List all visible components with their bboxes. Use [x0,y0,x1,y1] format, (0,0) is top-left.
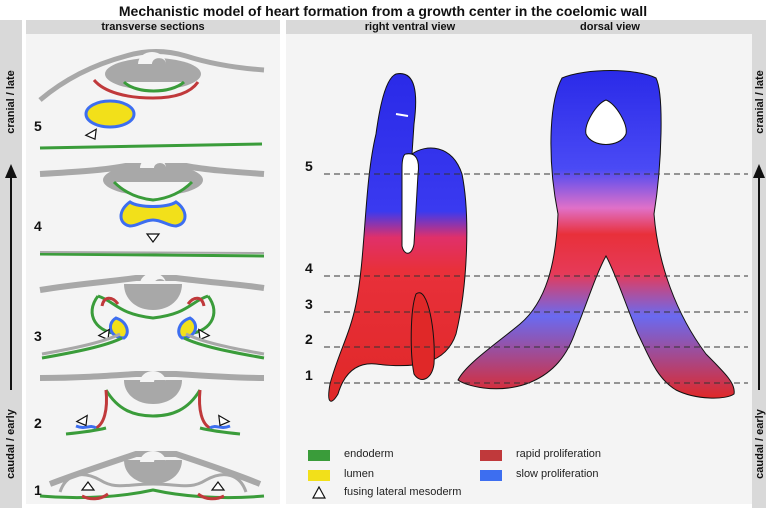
section-stage-3 [40,273,264,358]
level-1-number: 1 [305,367,313,383]
legend-swatch-endoderm [308,450,330,461]
legend-label-endoderm: endoderm [344,448,394,460]
level-5-number: 5 [305,158,313,174]
right-arrow-head-icon [753,164,765,178]
level-3-number: 3 [305,296,313,312]
section-stage-1 [40,451,264,499]
legend-label-fusing: fusing lateral mesoderm [344,486,461,498]
ventral-view-heart [329,74,467,402]
level-4-number: 4 [305,260,313,276]
legend-label-lumen: lumen [344,468,374,480]
legend-swatch-lumen [308,470,330,481]
dorsal-view-heart [458,71,734,399]
section-stage-2 [40,371,264,434]
legend-swatch-rapid [480,450,502,461]
heart-views-drawing [286,34,752,504]
level-2-number: 2 [305,331,313,347]
section-stage-5 [40,52,264,149]
fusing-marker-icon [86,129,100,142]
left-arrow-head-icon [5,164,17,178]
legend-label-slow: slow proliferation [516,468,599,480]
legend-label-rapid: rapid proliferation [516,448,601,460]
legend-swatch-slow [480,470,502,481]
triangle-marker-icon [312,486,326,499]
section-stage-4 [40,157,264,256]
transverse-sections-drawing [26,34,280,504]
